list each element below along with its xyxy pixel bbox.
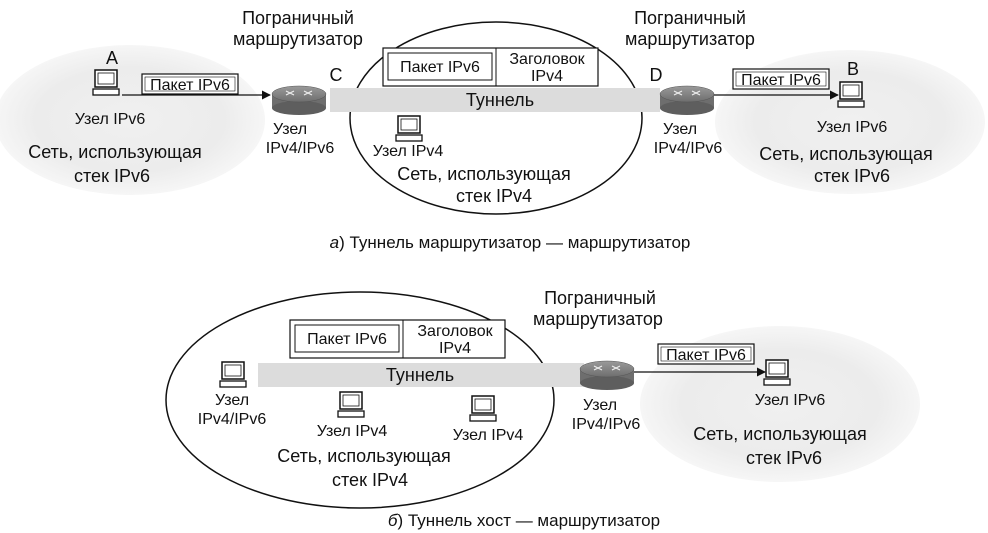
host-line1: Узел <box>215 392 249 409</box>
router-d-line2: IPv4/IPv6 <box>654 140 723 157</box>
router-icon <box>579 360 635 390</box>
diagram-a: Туннель Пакет IPv6 Заголовок IPv4 Погран… <box>0 8 985 252</box>
router-line2: IPv4/IPv6 <box>572 416 641 433</box>
svg-text:Пакет IPv6: Пакет IPv6 <box>741 72 821 89</box>
router-line1: Узел <box>583 397 617 414</box>
label-a: A <box>106 48 118 68</box>
computer-icon <box>92 69 120 96</box>
packet-out: Пакет IPv6 <box>657 343 755 365</box>
net-right-line2: стек IPv6 <box>746 448 822 468</box>
encapsulated-packet: Пакет IPv6 Заголовок IPv4 <box>289 319 506 359</box>
computer-icon <box>219 361 247 388</box>
encap-header-line1: Заголовок <box>509 51 585 68</box>
computer-icon <box>837 81 865 108</box>
tunnel-bar <box>330 88 660 112</box>
tunnel-bar <box>258 363 584 387</box>
router-icon <box>659 85 715 115</box>
packet-left: Пакет IPv6 <box>141 73 239 95</box>
right-net-line1: Сеть, использующая <box>759 144 932 164</box>
label-c: C <box>330 65 343 85</box>
border-router-left-line1: Пограничный <box>242 8 354 28</box>
computer-icon <box>763 359 791 386</box>
border-router-right-line1: Пограничный <box>634 8 746 28</box>
center-net-line2: стек IPv4 <box>456 186 532 206</box>
ipv6-network-cloud <box>640 326 920 482</box>
right-net-line2: стек IPv6 <box>814 166 890 186</box>
encap-header-line2: IPv4 <box>439 340 471 357</box>
router-d-line1: Узел <box>663 121 697 138</box>
node-1-label: Узел IPv4 <box>317 423 388 440</box>
computer-icon <box>395 115 423 142</box>
encap-header-line1: Заголовок <box>417 323 493 340</box>
net-right-line1: Сеть, использующая <box>693 424 866 444</box>
dest-node-label: Узел IPv6 <box>755 392 826 409</box>
node-a-label: Узел IPv6 <box>75 111 146 128</box>
node-2-label: Узел IPv4 <box>453 427 524 444</box>
host-line2: IPv4/IPv6 <box>198 411 267 428</box>
packet-right: Пакет IPv6 <box>732 68 830 90</box>
router-icon <box>271 85 327 115</box>
encapsulated-packet: Пакет IPv6 Заголовок IPv4 <box>382 47 599 87</box>
router-c-line2: IPv4/IPv6 <box>266 140 335 157</box>
encap-packet-label: Пакет IPv6 <box>307 331 387 348</box>
diagram-b: Туннель Пакет IPv6 Заголовок IPv4 Погран… <box>165 288 920 530</box>
border-router-line2: маршрутизатор <box>533 309 663 329</box>
caption-a: а) Туннель маршрутизатор — маршрутизатор <box>330 233 691 252</box>
border-router-line1: Пограничный <box>544 288 656 308</box>
center-node-label: Узел IPv4 <box>373 143 444 160</box>
label-b: B <box>847 59 859 79</box>
border-router-left-line2: маршрутизатор <box>233 29 363 49</box>
caption-b: б) Туннель хост — маршрутизатор <box>388 511 660 530</box>
svg-text:Пакет IPv6: Пакет IPv6 <box>150 77 230 94</box>
computer-icon <box>469 395 497 422</box>
svg-text:Пакет IPv6: Пакет IPv6 <box>666 347 746 364</box>
encap-header-line2: IPv4 <box>531 68 563 85</box>
border-router-right-line2: маршрутизатор <box>625 29 755 49</box>
left-net-line1: Сеть, использующая <box>28 142 201 162</box>
net-left-line2: стек IPv4 <box>332 470 408 490</box>
node-b-label: Узел IPv6 <box>817 119 888 136</box>
net-left-line1: Сеть, использующая <box>277 446 450 466</box>
center-net-line1: Сеть, использующая <box>397 164 570 184</box>
tunnel-label: Туннель <box>386 365 454 385</box>
label-d: D <box>650 65 663 85</box>
tunnel-label: Туннель <box>466 90 534 110</box>
computer-icon <box>337 391 365 418</box>
left-net-line2: стек IPv6 <box>74 166 150 186</box>
encap-packet-label: Пакет IPv6 <box>400 59 480 76</box>
router-c-line1: Узел <box>273 121 307 138</box>
